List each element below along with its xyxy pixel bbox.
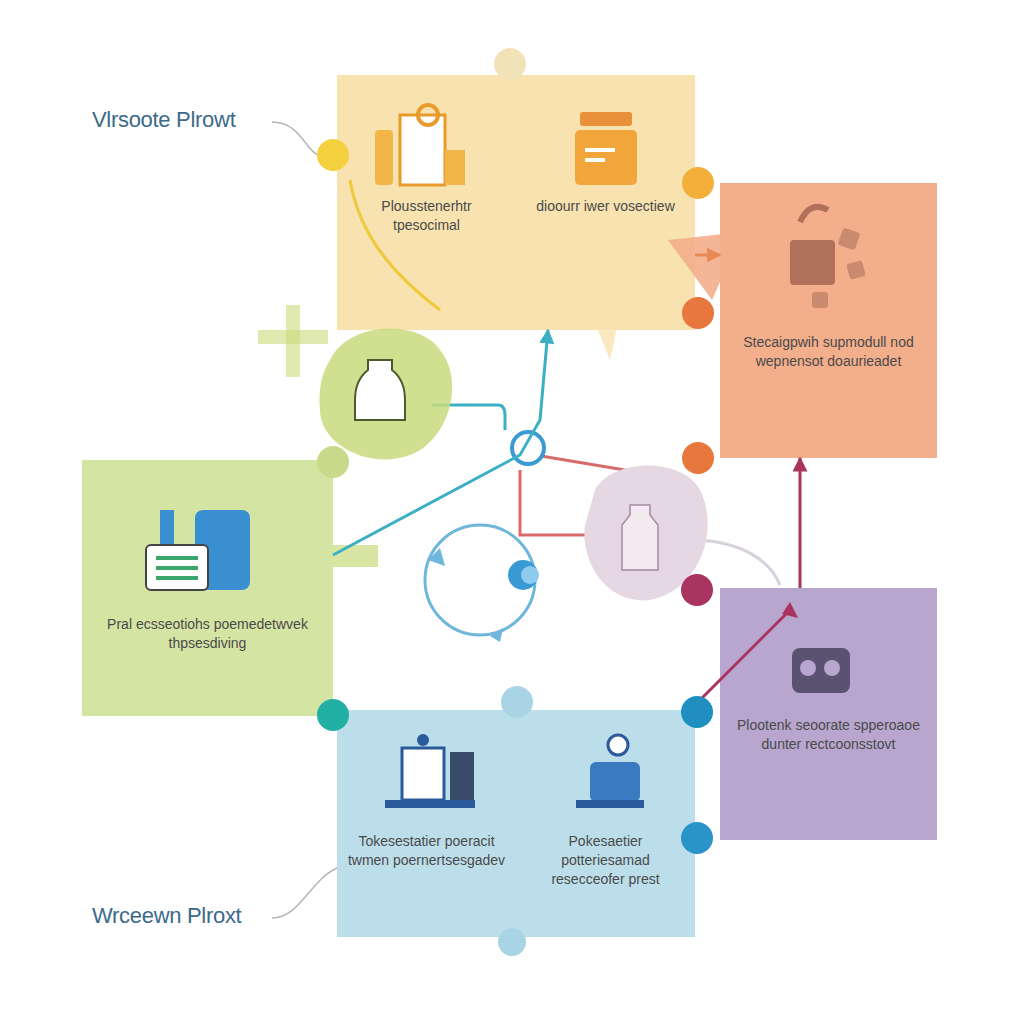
box-text: Stecaigpwih supmodull nod wepnensot doau… [736,333,921,371]
process-box: Pral ecsseotiohs poemedetwvek thpsesdivi… [82,460,333,716]
decor-arrowhead [668,232,742,300]
decor-line [690,540,780,585]
plus-symbol [286,305,300,377]
machine-part [800,660,816,676]
document-line [156,576,198,580]
decor-line [432,405,505,430]
corner-dot [681,822,713,854]
decor-line [350,180,440,310]
bottle-icon [375,130,393,185]
ring-icon [418,105,438,125]
decor-arrowhead [460,280,505,330]
corner-dot [317,699,349,731]
hub-circle [508,560,538,590]
decor-line [520,470,585,535]
decor-line [535,455,625,470]
bottle-blob [584,466,707,601]
cycle-arrow [428,548,445,566]
leader-line [272,122,318,155]
box-text: Plootenk seoorate spperoaoe dunter rectc… [734,716,924,754]
block-icon [812,292,828,308]
hub-circle [521,566,539,584]
monitor-base [385,800,475,808]
corner-dot [501,686,533,718]
bottle-blob [319,329,452,460]
corner-dot [317,446,349,478]
jar-line [585,158,605,162]
machine-part [824,660,840,676]
jar-icon [575,130,637,185]
document-icon [146,545,208,590]
stack-icon [445,150,465,185]
monitor-part [417,734,429,746]
jar-line [585,148,615,152]
corner-dot [682,442,714,474]
process-box: Plootenk seoorate spperoaoe dunter rectc… [720,588,937,840]
box-text: Plousstenerhtr tpesocimal [347,197,507,235]
machine-icon [792,648,850,693]
cylinder-icon [195,510,250,590]
corner-dot [681,574,713,606]
desk-icon [576,800,644,808]
corner-dot [494,48,526,80]
flow-connector [799,458,802,588]
bottle-icon [355,360,405,420]
plus-symbol [258,330,328,344]
process-box: Plousstenerhtr tpesocimal dioourr iwer vo… [337,75,695,330]
decor-arrowhead [782,602,798,618]
process-box: Tokesestatier poeracit twmen poernertses… [337,710,695,937]
cylinder-icon [160,510,174,550]
person-icon [590,762,640,802]
corner-dot [681,696,713,728]
block-icon [790,240,835,285]
cycle-arrow [490,628,503,642]
block-icon [837,227,860,250]
flow-connector [333,330,548,555]
box-text: Pokesaetier potteriesamad resecceofer pr… [526,832,686,889]
process-box: Stecaigpwih supmodull nod wepnensot doau… [720,183,937,458]
side-label: Wrceewn Plroxt [92,903,241,929]
person-icon [608,735,628,755]
block-icon [846,260,866,280]
document-line [156,566,198,570]
corner-dot [317,139,349,171]
box-text: Tokesestatier poeracit twmen poernertses… [347,832,507,870]
box-text: dioourr iwer vosectiew [526,197,686,216]
jar-lid [580,112,632,126]
side-label: Vlrsoote Plrowt [92,107,235,133]
document-line [156,556,198,560]
flow-connector [695,254,720,257]
decor-line [700,610,790,700]
handle-icon [800,207,828,222]
decor-arrowhead [580,285,625,360]
hub-circle [512,432,544,464]
document-icon [400,115,445,185]
cycle-symbol [425,525,535,635]
bottle-icon [622,505,658,570]
corner-dot [682,167,714,199]
corner-dot [498,928,526,956]
stack-icon [450,752,474,800]
leader-line [272,868,337,918]
monitor-icon [402,748,444,800]
box-text: Pral ecsseotiohs poemedetwvek thpsesdivi… [103,615,313,653]
corner-dot [682,297,714,329]
plus-symbol [333,545,378,567]
